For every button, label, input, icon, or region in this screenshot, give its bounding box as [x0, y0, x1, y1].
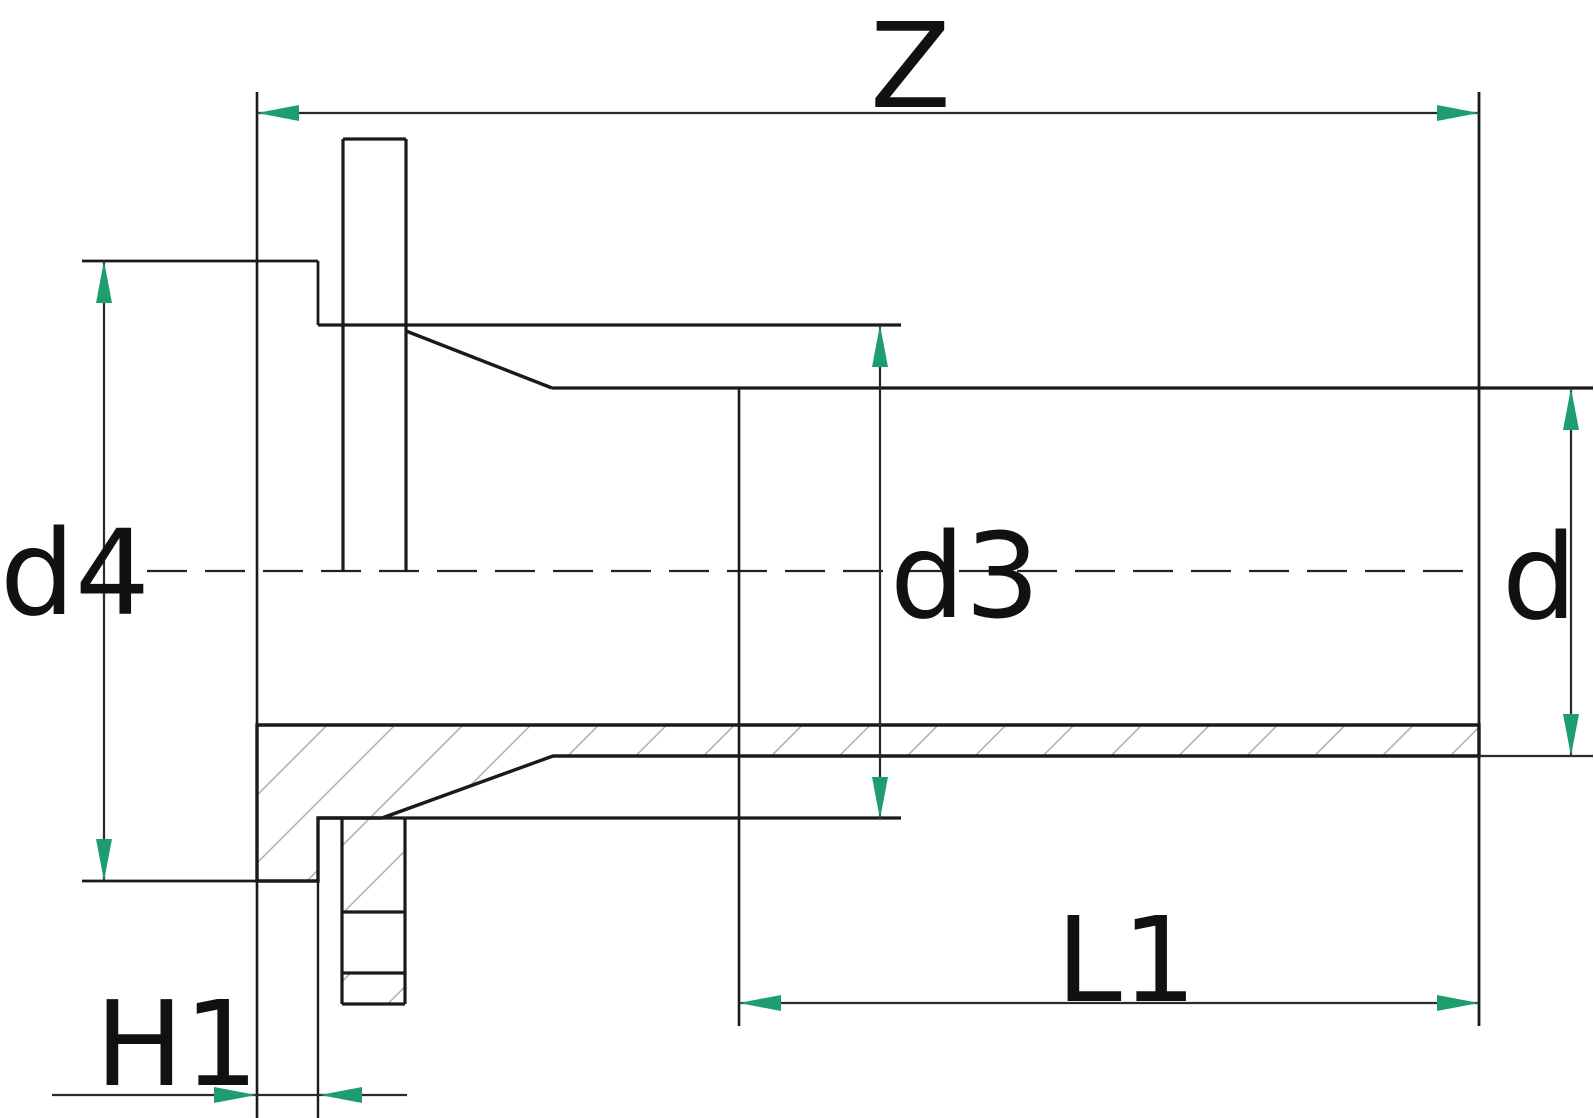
dimension-lines — [52, 111, 1593, 1097]
d-arrow-down — [1563, 714, 1579, 756]
backing-flange-section-upper-cell-fill — [342, 819, 405, 912]
z-arrow-left — [257, 105, 299, 121]
part-outline — [82, 92, 1593, 1118]
dim-label-d4: d4 — [0, 504, 150, 642]
backing-flange-section-lower-cell-fill — [342, 973, 405, 1004]
l1-arrow-left — [739, 995, 781, 1011]
h1-arrow-left — [214, 1087, 256, 1103]
section-hatching — [257, 725, 1479, 1004]
dim-label-d: d — [1502, 508, 1577, 646]
dim-label-d3: d3 — [890, 507, 1040, 645]
z-arrow-right — [1437, 105, 1479, 121]
d3-arrow-up — [872, 325, 888, 367]
dim-label-h1: H1 — [95, 975, 259, 1113]
stub-end-section-fill — [257, 725, 1479, 881]
flare-chamfer-top — [405, 329, 553, 390]
d4-arrow-down — [96, 839, 112, 881]
l1-arrow-right — [1437, 995, 1479, 1011]
h1-arrow-right — [320, 1087, 362, 1103]
d-arrow-up — [1563, 388, 1579, 430]
dim-label-l1: L1 — [1056, 891, 1197, 1029]
dim-label-z: Z — [870, 0, 951, 135]
d3-arrow-down — [872, 777, 888, 819]
dimension-arrowheads — [96, 105, 1579, 1103]
d4-arrow-up — [96, 261, 112, 303]
